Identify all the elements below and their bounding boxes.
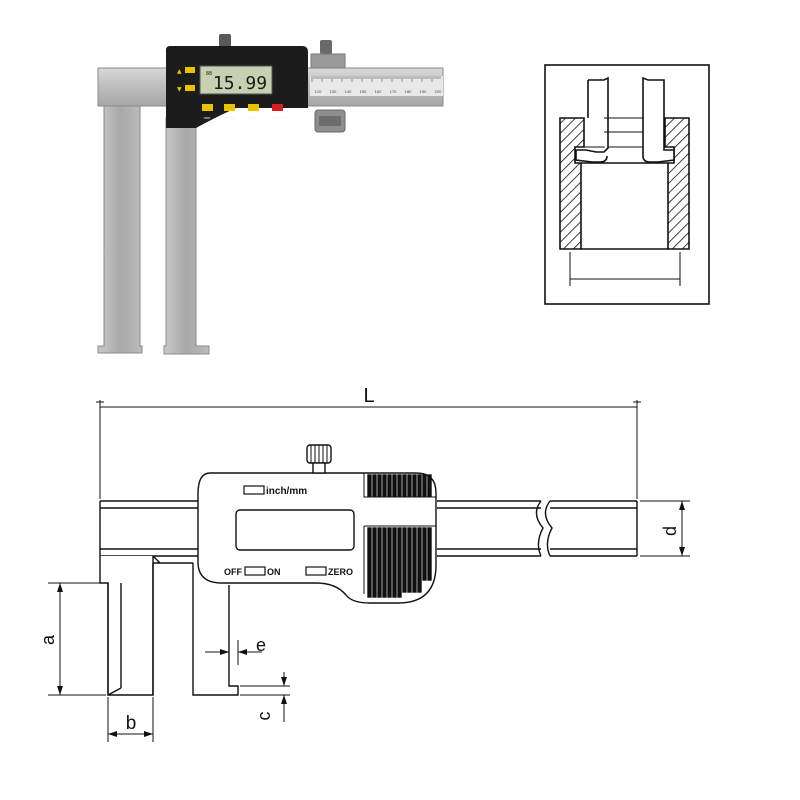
knurl-line bbox=[397, 527, 402, 598]
scale-number: 150 bbox=[360, 89, 367, 94]
knurl-line bbox=[377, 527, 382, 598]
knurl-line bbox=[372, 527, 377, 598]
beam-break-left bbox=[535, 500, 544, 557]
photo-adjust-block bbox=[310, 53, 346, 69]
dim-d-label: d bbox=[660, 526, 680, 536]
caliper-photo: 120 130 140 150 160 170 180 190 200 15.99 88 ▲ ▼… bbox=[97, 34, 444, 355]
knurl-line bbox=[367, 527, 372, 598]
knurl-line bbox=[427, 474, 432, 497]
section-frame bbox=[544, 64, 710, 305]
photo-abs-button bbox=[224, 104, 235, 111]
dim-b-label: b bbox=[126, 713, 137, 734]
beam-break-right bbox=[544, 500, 553, 557]
photo-down-button bbox=[185, 85, 195, 91]
knurl-line bbox=[372, 474, 377, 497]
photo-lcd-tag: 88 bbox=[206, 71, 212, 77]
dim-L-label: L bbox=[363, 385, 374, 407]
knurl-line bbox=[377, 474, 382, 497]
knurl-line bbox=[402, 474, 407, 497]
knurl-line bbox=[412, 474, 417, 497]
photo-set-label: SET bbox=[249, 115, 257, 120]
knurl-line bbox=[382, 474, 387, 497]
knurl-line bbox=[422, 474, 427, 497]
photo-up-button bbox=[185, 67, 195, 73]
scale-number: 170 bbox=[390, 89, 397, 94]
drawing-on-button bbox=[244, 566, 266, 576]
scale-number: 190 bbox=[420, 89, 427, 94]
groove-section-view bbox=[544, 64, 710, 305]
scale-number: 200 bbox=[435, 89, 442, 94]
photo-lcd bbox=[199, 65, 273, 95]
svg-text:▼: ▼ bbox=[177, 86, 182, 93]
off-label: OFF bbox=[224, 567, 242, 577]
scale-number: 120 bbox=[315, 89, 322, 94]
knurl-line bbox=[422, 527, 427, 581]
inch-mm-label: inch/mm bbox=[266, 486, 307, 497]
section-right-wall bbox=[664, 117, 690, 250]
photo-set-button bbox=[248, 104, 259, 111]
drawing-inch-mm-button bbox=[243, 485, 265, 495]
knurl-line bbox=[392, 527, 397, 598]
scale-number: 130 bbox=[330, 89, 337, 94]
photo-abs-label: ABS/INC bbox=[221, 115, 237, 120]
svg-text:▲: ▲ bbox=[177, 68, 182, 75]
knurl-line bbox=[417, 527, 422, 593]
knurl-line bbox=[367, 474, 372, 497]
knurl-line bbox=[412, 527, 417, 593]
knurl-line bbox=[407, 474, 412, 497]
knurl-top bbox=[367, 474, 432, 497]
dim-a-label: a bbox=[38, 634, 58, 645]
photo-onoff-button bbox=[272, 104, 283, 111]
section-left-wall bbox=[559, 117, 585, 250]
drawing-lcd-window bbox=[235, 509, 355, 551]
section-right-finger bbox=[642, 76, 675, 163]
scale-number: 140 bbox=[345, 89, 352, 94]
section-left-finger bbox=[575, 76, 609, 163]
knurl-line bbox=[402, 527, 407, 593]
drawing-sliding-jaw bbox=[192, 585, 239, 696]
caliper-drawing bbox=[99, 444, 638, 696]
dimension-arrows bbox=[57, 501, 685, 737]
photo-lock-screw bbox=[219, 34, 231, 47]
photo-scale-ticks bbox=[311, 76, 441, 82]
photo-lcd-reading: 15.99 bbox=[213, 73, 267, 94]
knurl-line bbox=[407, 527, 412, 593]
drawing-zero-button bbox=[305, 566, 327, 576]
scale-number: 160 bbox=[375, 89, 382, 94]
photo-scale-strip bbox=[310, 76, 443, 96]
knurl-line bbox=[382, 527, 387, 598]
on-label: ON bbox=[267, 567, 281, 577]
photo-mm-label: mm bbox=[204, 115, 211, 120]
photo-onoff-label: ON/OFF bbox=[270, 115, 286, 120]
knurl-bottom bbox=[367, 527, 432, 598]
scale-number: 180 bbox=[405, 89, 412, 94]
photo-mm-button bbox=[202, 104, 213, 111]
photo-sliding-jaw bbox=[163, 117, 210, 355]
photo-fixed-jaw bbox=[97, 105, 143, 354]
zero-label: ZERO bbox=[328, 567, 353, 577]
knurl-line bbox=[417, 474, 422, 497]
knurl-line bbox=[427, 527, 432, 581]
knurl-line bbox=[387, 474, 392, 497]
dim-c-label: c bbox=[254, 712, 274, 721]
dim-e-label: e bbox=[256, 635, 266, 655]
knurl-line bbox=[392, 474, 397, 497]
knurl-line bbox=[387, 527, 392, 598]
knurl-line bbox=[397, 474, 402, 497]
photo-fine-screw bbox=[320, 40, 332, 54]
